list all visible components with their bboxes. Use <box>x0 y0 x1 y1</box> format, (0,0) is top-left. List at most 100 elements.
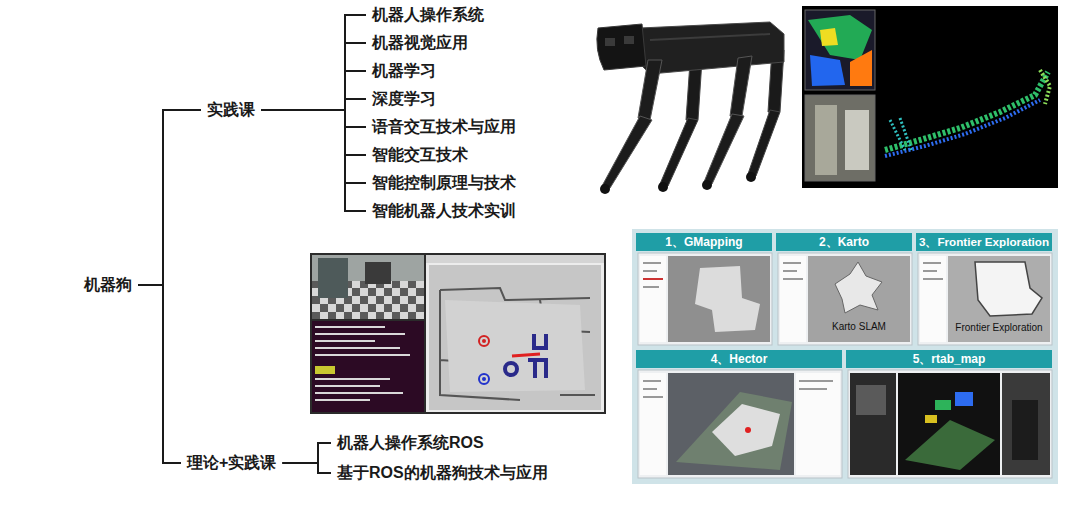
camera-object <box>856 385 886 415</box>
dog-foot <box>600 184 610 194</box>
map-view <box>808 256 910 342</box>
map-window <box>426 255 604 412</box>
depth-region <box>810 55 845 86</box>
obstacle <box>534 334 546 348</box>
terminal-line <box>315 392 403 394</box>
start-marker <box>482 339 486 343</box>
grid-floor <box>905 420 995 470</box>
slam-map <box>712 404 780 456</box>
node-text: 1、GMapping <box>665 234 742 251</box>
dog-foot <box>702 180 712 190</box>
tree-connector <box>261 110 366 155</box>
side-panel <box>640 373 666 475</box>
screen-caption: Karto SLAM <box>832 321 886 332</box>
slam-panel <box>632 229 1058 484</box>
side-line <box>923 278 943 280</box>
robot-pose <box>512 354 540 356</box>
terminal-line <box>315 366 335 374</box>
terminal-line <box>315 347 400 349</box>
header-band: 3、Frontier Exploration <box>916 233 1052 251</box>
dog-leg <box>748 110 780 176</box>
tree-connector <box>261 110 366 127</box>
terminal-line <box>315 385 380 387</box>
header-band: 2、Karto <box>776 233 912 251</box>
goal-marker <box>479 374 489 384</box>
node-text: 基于ROS的机器狗技术与应用 <box>337 463 548 484</box>
point-trail <box>885 100 1040 156</box>
map-view <box>668 373 794 475</box>
screenshot-window <box>638 370 842 478</box>
goal-marker <box>482 377 486 381</box>
dog-foot <box>658 182 668 192</box>
screenshot-window <box>778 253 912 345</box>
point-trail <box>890 118 912 152</box>
side-line <box>923 270 937 272</box>
terminal-line <box>315 340 375 342</box>
node-text: 深度学习 <box>372 89 436 110</box>
screenshot-window <box>918 253 1052 345</box>
camera-view <box>1002 373 1050 475</box>
map-view <box>898 373 1000 475</box>
side-line <box>643 396 663 398</box>
point-cloud <box>925 415 937 423</box>
side-panel <box>780 256 806 342</box>
side-line <box>643 262 661 264</box>
course-item: 基于ROS的机器狗技术与应用 <box>335 462 550 485</box>
node-text: 实践课 <box>207 100 255 121</box>
side-panel <box>796 373 840 475</box>
camera-robot <box>365 262 391 284</box>
tree-connector <box>282 463 331 473</box>
point-cloud <box>955 392 973 406</box>
dog-leg <box>660 118 698 186</box>
side-panel <box>640 256 666 342</box>
side-line <box>643 286 659 288</box>
depth-region <box>850 50 872 86</box>
screen-ground <box>802 6 1058 188</box>
tree-connector <box>138 110 201 285</box>
terminal-line <box>315 354 410 356</box>
side-line <box>643 278 663 280</box>
terminal-line <box>315 326 385 328</box>
side-panel <box>920 256 946 342</box>
tree-connector <box>261 43 366 110</box>
course-item: 机器人操作系统ROS <box>335 432 486 455</box>
point-cloud <box>935 400 951 410</box>
depth-region <box>820 28 838 46</box>
dog-leg <box>638 60 662 120</box>
camera-view <box>850 373 896 475</box>
course-item: 机器学习 <box>370 60 438 83</box>
node-text: 机器学习 <box>372 61 436 82</box>
dog-leg <box>704 114 744 184</box>
tree-connector <box>261 71 366 110</box>
category-node: 实践课 <box>205 99 257 122</box>
course-item: 语音交互技术与应用 <box>370 116 518 139</box>
side-line <box>783 270 797 272</box>
node-text: 机器人操作系统 <box>372 5 484 26</box>
node-text: 5、rtab_map <box>913 351 986 368</box>
slam-map <box>975 262 1042 316</box>
tree-connector <box>261 99 366 110</box>
dog-camera <box>605 38 615 46</box>
node-text: 智能机器人技术实训 <box>372 201 516 222</box>
course-item: 机器视觉应用 <box>370 32 470 55</box>
node-text: 机器视觉应用 <box>372 33 468 54</box>
course-item: 智能交互技术 <box>370 144 470 167</box>
point-trail <box>885 72 1048 150</box>
map-area <box>429 265 601 410</box>
category-node: 理论+实践课 <box>185 452 278 475</box>
node-text: 机器人操作系统ROS <box>337 433 484 454</box>
root-node: 机器狗 <box>82 274 134 297</box>
camera-view <box>312 255 424 319</box>
grid-floor <box>676 392 792 470</box>
screen-ground <box>310 253 606 414</box>
header-band: 5、rtab_map <box>846 350 1052 368</box>
camera-door <box>318 258 348 298</box>
slam-map <box>695 266 760 332</box>
header-band: 1、GMapping <box>636 233 772 251</box>
robot-dog <box>597 22 784 194</box>
map-titlebar <box>426 255 604 263</box>
screenshot-window <box>848 370 1052 478</box>
tree-connector <box>261 110 366 183</box>
terminal-line <box>315 333 405 335</box>
